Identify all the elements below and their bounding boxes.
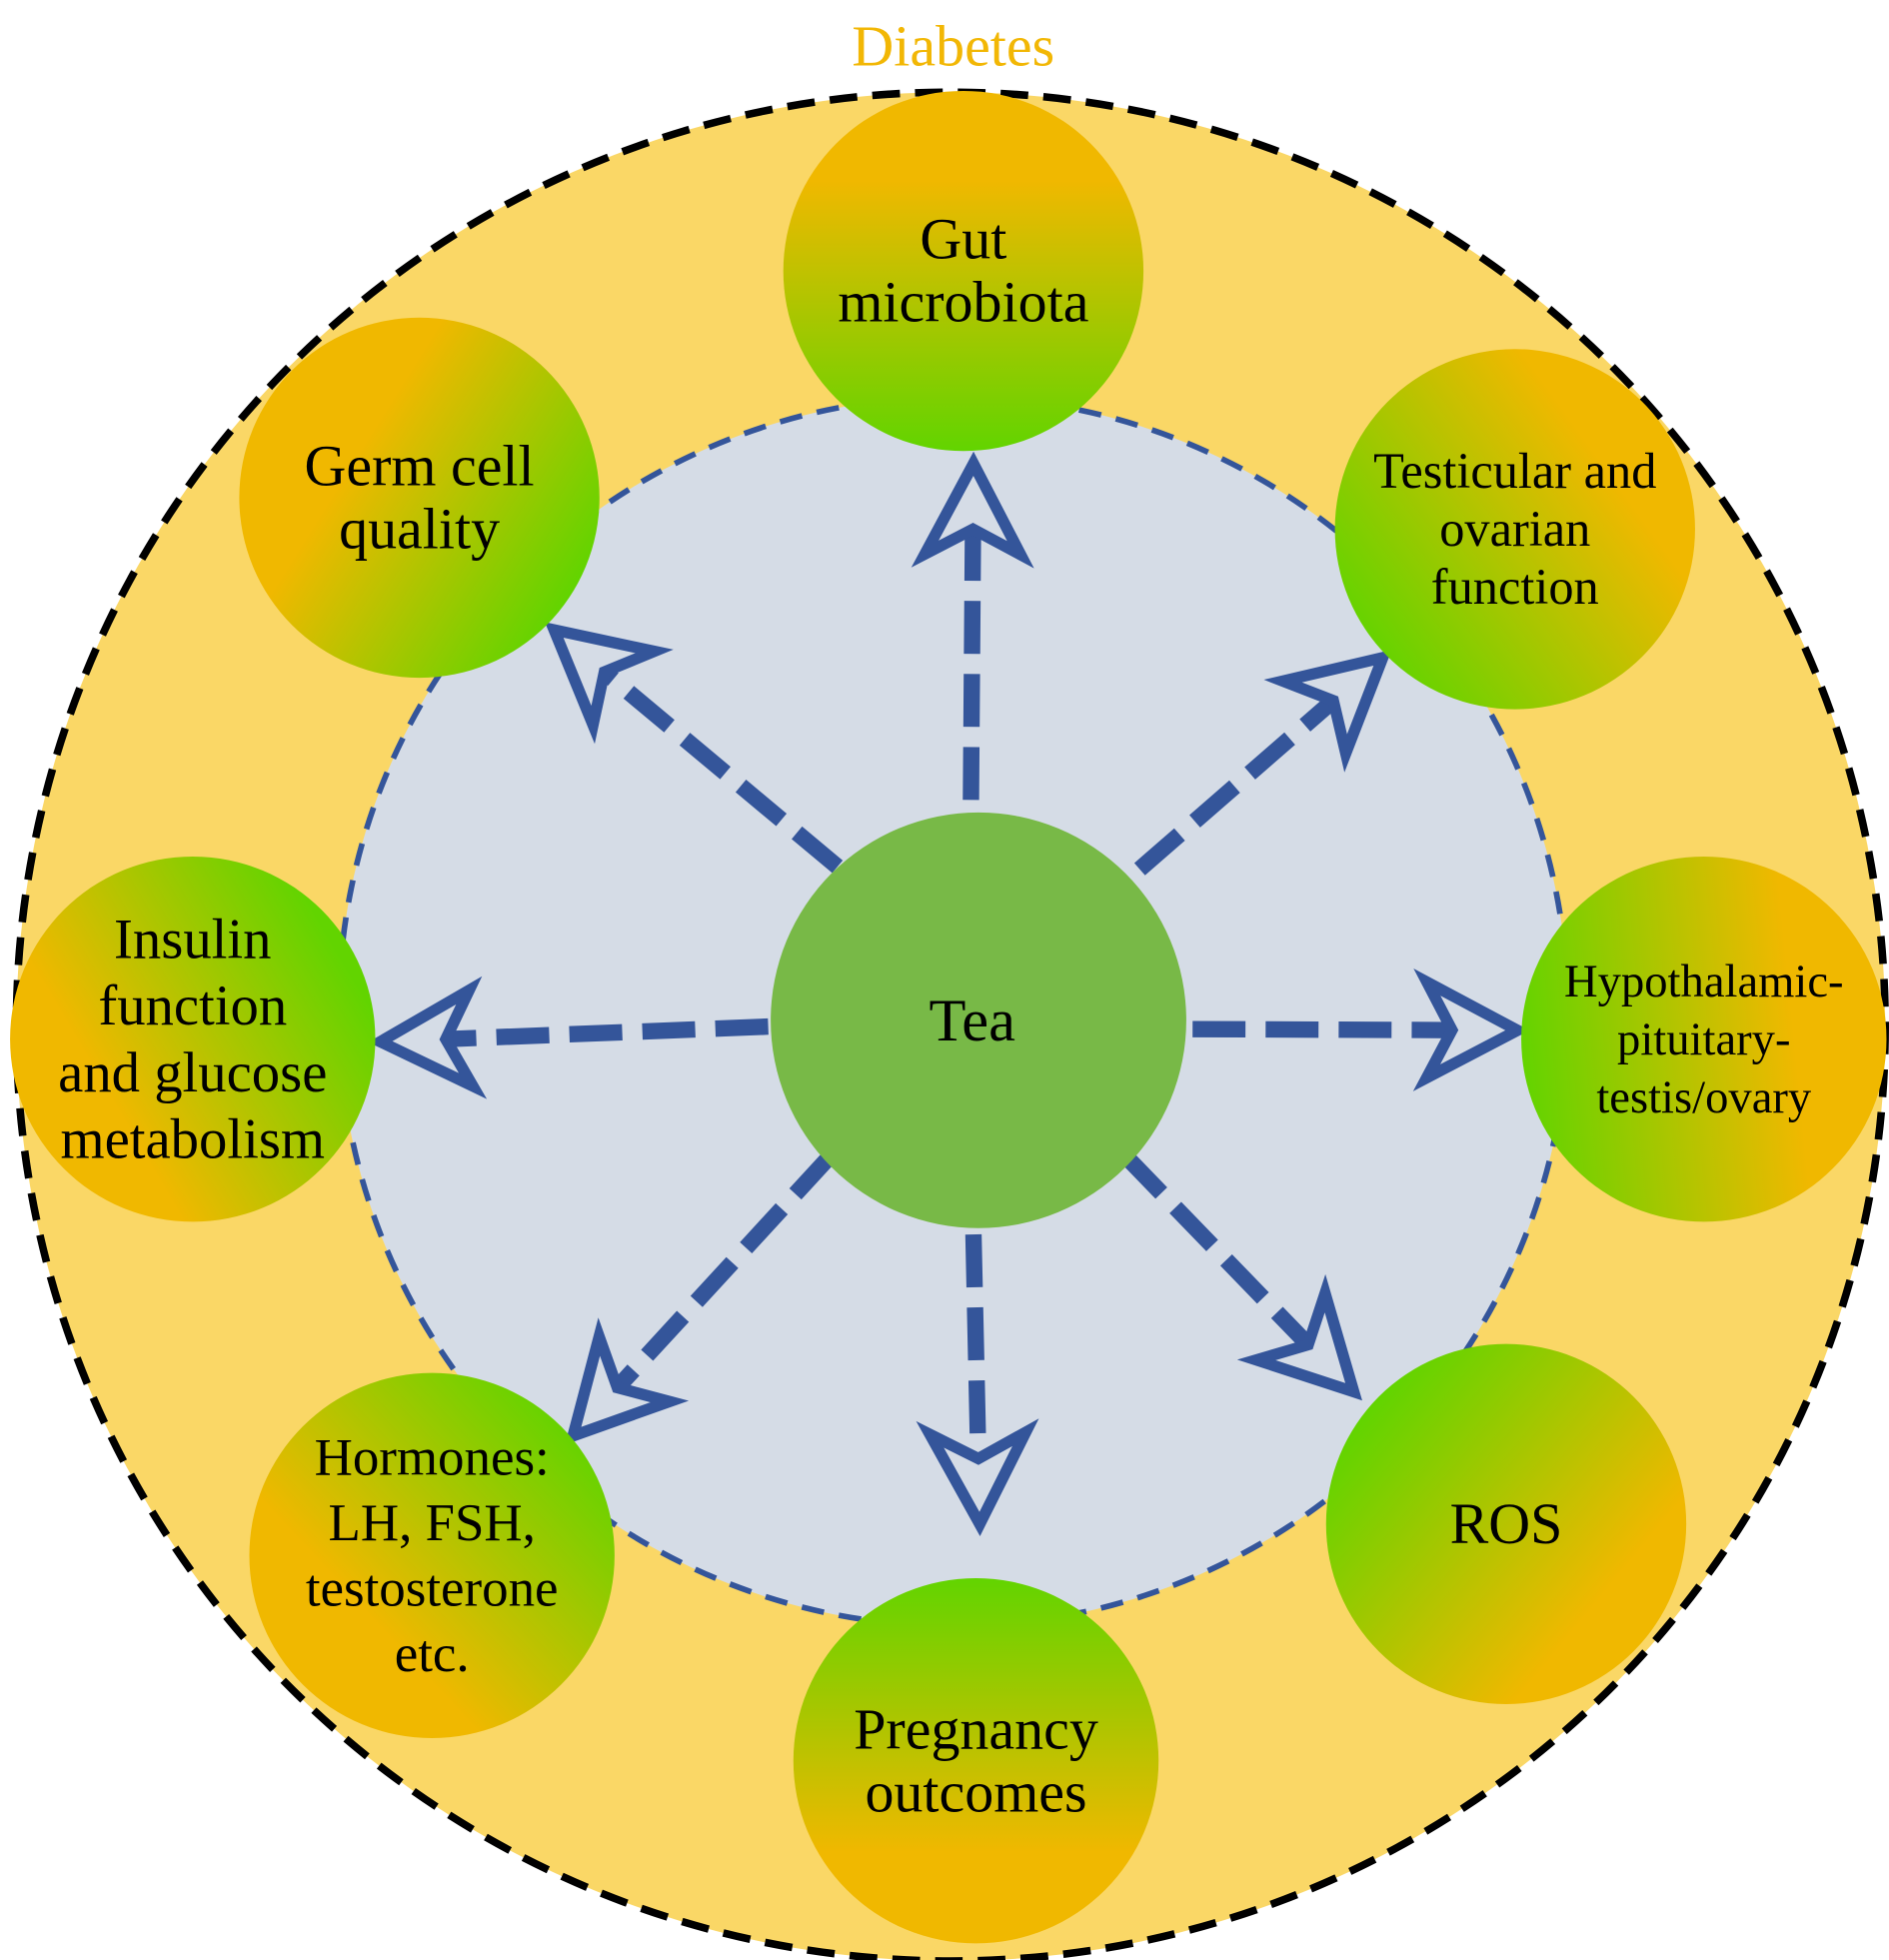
node-circle (1334, 349, 1695, 710)
node-label: ovarian (1439, 501, 1590, 557)
node-circle (793, 1578, 1159, 1944)
arrow-shaft (964, 1233, 987, 1459)
node-label: etc. (395, 1625, 470, 1683)
arrow-down (916, 1233, 1039, 1536)
arrow-shaft (1118, 1148, 1314, 1351)
tea-label: Tea (930, 987, 1016, 1054)
node-label: Germ cell (305, 434, 535, 499)
node-label: function (1431, 559, 1599, 615)
arrow-head (565, 1317, 690, 1445)
arrow-head (1263, 649, 1392, 773)
node-circle (239, 317, 600, 679)
node-circle (249, 1372, 615, 1739)
arrow-head (1412, 969, 1530, 1091)
node-label: Gut (920, 207, 1006, 272)
node-hormones: Hormones: LH, FSH, testosterone etc. (249, 1372, 615, 1739)
arrow-shaft (611, 1149, 838, 1393)
node-label: quality (339, 497, 500, 562)
node-label: metabolism (61, 1108, 326, 1171)
node-circle (1521, 857, 1887, 1222)
node-label: pituitary- (1617, 1013, 1790, 1065)
node-label: testosterone (306, 1560, 559, 1618)
node-circle (1325, 1343, 1687, 1704)
node-label: function (98, 975, 287, 1037)
node-label: microbiota (838, 270, 1088, 335)
arrow-shaft (962, 529, 981, 801)
diagram-title: Diabetes (852, 14, 1054, 79)
tea-circle (771, 812, 1186, 1228)
node-hpg: Hypothalamic-pituitary-testis/ovary (1521, 857, 1887, 1222)
arrow-down-left (565, 1149, 838, 1445)
node-label: Testicular and (1373, 443, 1656, 499)
arrow-shaft (445, 1017, 769, 1047)
node-label: LH, FSH, (329, 1494, 536, 1552)
node-circle (783, 90, 1144, 452)
arrow-head (1236, 1273, 1362, 1401)
arrow-head (545, 622, 674, 745)
node-label: outcomes (865, 1759, 1086, 1824)
node-label: Hypothalamic- (1564, 956, 1844, 1007)
arrow-right (1192, 969, 1530, 1091)
arrow-left (368, 976, 769, 1099)
arrow-shaft (1133, 694, 1339, 876)
arrow-up (911, 451, 1034, 801)
arrow-shaft (1192, 1020, 1452, 1038)
node-label: and glucose (58, 1041, 327, 1104)
node-label: Insulin (114, 908, 271, 971)
node-label: testis/ovary (1596, 1071, 1812, 1123)
node-label: Pregnancy (854, 1696, 1098, 1761)
node-ros: ROS (1325, 1343, 1687, 1704)
node-label: ROS (1450, 1491, 1563, 1556)
node-circle (10, 857, 376, 1222)
arrow-up-left (545, 622, 844, 874)
arrow-shaft (599, 665, 844, 874)
arrow-head (368, 976, 488, 1099)
arrow-head (911, 451, 1034, 569)
arrow-down-right (1118, 1148, 1362, 1401)
arrow-head (916, 1418, 1039, 1536)
node-label: Hormones: (315, 1429, 550, 1487)
arrow-up-right (1133, 649, 1392, 876)
